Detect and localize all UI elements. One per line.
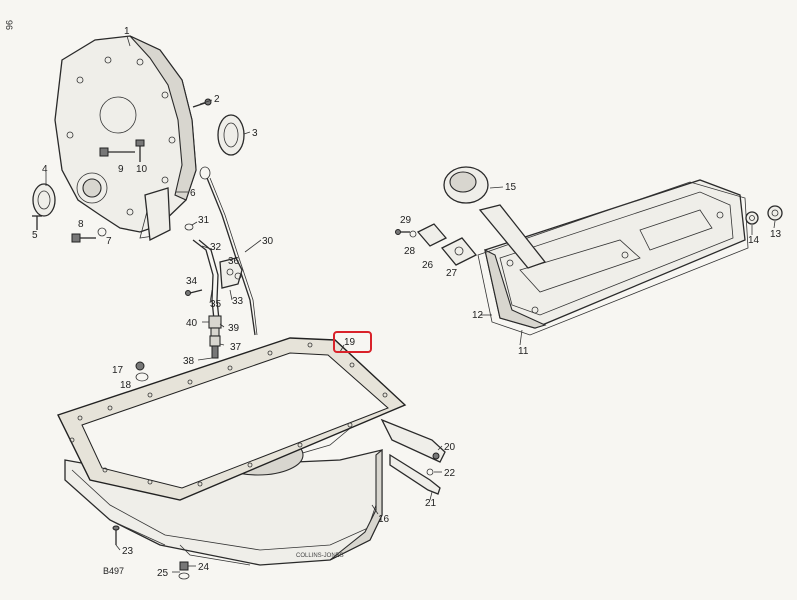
sump-gasket-19	[57, 337, 407, 501]
callout-17: 17	[112, 365, 124, 376]
washer-18	[135, 372, 149, 382]
callout-14: 14	[748, 235, 760, 246]
callout-12: 12	[472, 310, 484, 321]
callout-20: 20	[444, 442, 456, 453]
bolt-9	[99, 147, 135, 157]
callout-6: 6	[190, 188, 196, 199]
bolt-23	[112, 525, 120, 545]
highlight-box-19	[333, 331, 372, 353]
callout-11: 11	[518, 346, 529, 357]
callout-19: 19	[344, 337, 356, 348]
callout-36: 36	[228, 256, 240, 267]
callout-35: 35	[210, 299, 222, 310]
callout-28: 28	[404, 246, 416, 257]
callout-34: 34	[186, 276, 198, 287]
callout-31: 31	[198, 215, 210, 226]
callout-1: 1	[124, 26, 130, 37]
callout-15: 15	[505, 182, 517, 193]
callout-24: 24	[198, 562, 210, 573]
rocker-cover-11	[484, 179, 746, 329]
callout-39: 39	[228, 323, 240, 334]
union-40	[208, 315, 222, 359]
callout-37: 37	[230, 342, 242, 353]
seal-4	[32, 183, 56, 217]
bolt-22	[426, 468, 434, 476]
washer-7	[97, 227, 107, 237]
callout-9: 9	[118, 164, 124, 175]
callout-26: 26	[422, 260, 434, 271]
page-number: 96	[4, 20, 14, 30]
callout-32: 32	[210, 242, 222, 253]
callout-21: 21	[425, 498, 437, 509]
callout-5: 5	[32, 230, 38, 241]
callout-16: 16	[378, 514, 390, 525]
strip-21	[389, 453, 441, 495]
washer-25	[178, 572, 190, 580]
figure-code: B497	[103, 566, 124, 576]
pin-5	[32, 215, 42, 230]
washer-28	[409, 230, 417, 238]
callout-23: 23	[122, 546, 134, 557]
leader-lines	[45, 35, 776, 573]
callout-10: 10	[136, 164, 148, 175]
screw-29	[395, 229, 410, 235]
gasket-27	[440, 237, 478, 266]
callout-27: 27	[446, 268, 458, 279]
oil-seal-3	[217, 114, 245, 156]
dipstick-30	[199, 166, 258, 336]
washer-14	[745, 211, 759, 225]
callout-22: 22	[444, 468, 456, 479]
callout-13: 13	[770, 229, 782, 240]
dipstick-tube-32	[192, 239, 220, 321]
callout-18: 18	[120, 380, 132, 391]
oring-31	[184, 223, 194, 231]
callout-25: 25	[157, 568, 169, 579]
callout-29: 29	[400, 215, 412, 226]
callout-3: 3	[252, 128, 258, 139]
bracket-33	[219, 257, 243, 289]
callout-40: 40	[186, 318, 198, 329]
bolt-34	[185, 289, 203, 296]
oil-filler-15	[443, 166, 547, 269]
bolt-8	[71, 233, 96, 243]
drain-plug-17	[135, 361, 145, 371]
plate-26	[416, 223, 448, 247]
timing-cover	[54, 35, 197, 241]
nut-24	[179, 561, 189, 571]
callout-7: 7	[106, 236, 112, 247]
rocker-gasket-12	[477, 181, 749, 336]
nut-36	[234, 272, 242, 280]
nut-13	[767, 205, 783, 221]
bolt-10	[135, 139, 145, 162]
strip-20	[380, 418, 446, 463]
callout-33: 33	[232, 296, 244, 307]
callout-8: 8	[78, 219, 84, 230]
callout-4: 4	[42, 164, 48, 175]
callout-30: 30	[262, 236, 274, 247]
callout-38: 38	[183, 356, 195, 367]
artist-credit: COLLINS-JONES	[296, 553, 344, 559]
callout-2: 2	[214, 94, 220, 105]
